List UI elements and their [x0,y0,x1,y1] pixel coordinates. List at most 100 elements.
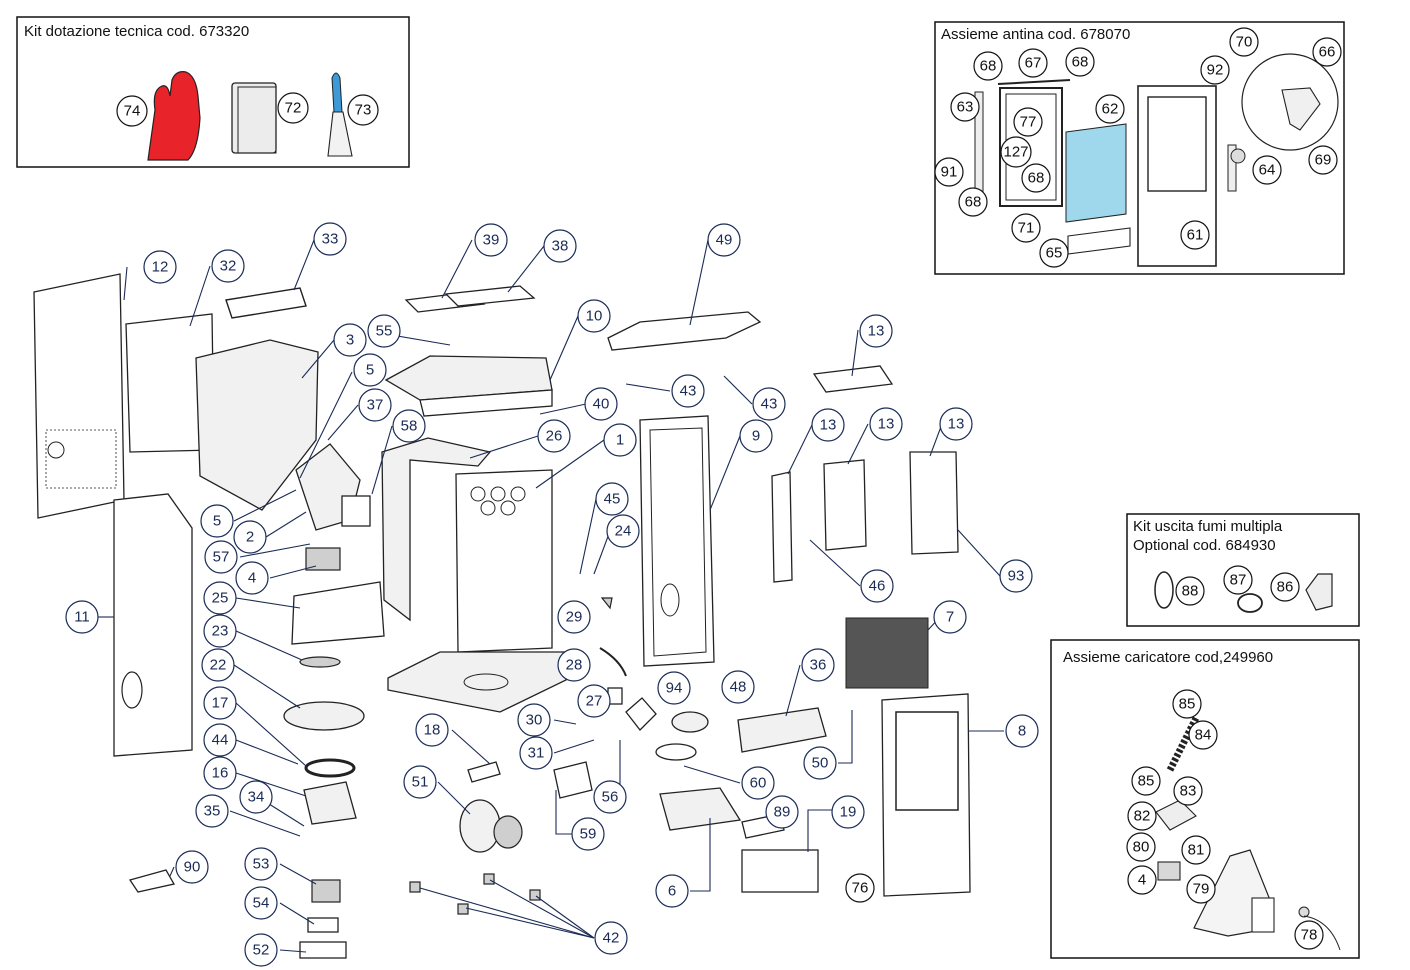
svg-text:33: 33 [322,231,339,248]
callout-86: 86 [1270,572,1300,602]
callout-5: 5 [200,504,234,538]
svg-text:25: 25 [212,590,229,607]
svg-text:54: 54 [253,895,270,912]
callout-35: 35 [195,794,229,828]
svg-text:29: 29 [566,609,583,626]
svg-text:36: 36 [810,657,827,674]
callout-10: 10 [577,299,611,333]
callout-66: 66 [1312,37,1342,67]
callout-34: 34 [239,780,273,814]
callout-2: 2 [233,520,267,554]
svg-text:16: 16 [212,765,229,782]
callout-68: 68 [1021,163,1051,193]
callout-4: 4 [1127,865,1157,895]
callout-78: 78 [1294,920,1324,950]
svg-text:73: 73 [355,102,372,119]
svg-text:37: 37 [367,397,384,414]
svg-text:68: 68 [980,58,997,75]
svg-text:34: 34 [248,789,265,806]
svg-text:13: 13 [948,416,965,433]
svg-text:72: 72 [285,100,302,117]
callout-7: 7 [933,600,967,634]
callout-65: 65 [1039,238,1069,268]
svg-text:24: 24 [615,523,632,540]
callout-85: 85 [1172,689,1202,719]
svg-text:18: 18 [424,722,441,739]
svg-text:85: 85 [1138,773,1155,790]
callout-22: 22 [201,648,235,682]
callout-74: 74 [116,95,148,127]
callout-89: 89 [765,795,799,829]
svg-text:45: 45 [604,491,621,508]
callout-13: 13 [869,407,903,441]
callout-92: 92 [1200,55,1230,85]
svg-text:64: 64 [1259,162,1276,179]
callout-30: 30 [517,703,551,737]
kit-uscita-title-line2: Optional cod. 684930 [1133,537,1276,554]
callout-62: 62 [1095,94,1125,124]
callout-87: 87 [1223,565,1253,595]
callout-51: 51 [403,765,437,799]
svg-text:35: 35 [204,803,221,820]
main-parts-drawing [33,273,971,959]
svg-text:44: 44 [212,732,229,749]
svg-text:58: 58 [401,418,418,435]
callout-45: 45 [595,482,629,516]
spatula-handle-icon [331,72,343,113]
callout-93: 93 [999,559,1033,593]
callout-76: 76 [845,873,875,903]
callout-82: 82 [1127,801,1157,831]
callouts-kit-uscita: 88 87 86 [1175,565,1300,606]
svg-text:90: 90 [184,859,201,876]
callout-68: 68 [958,187,988,217]
svg-text:91: 91 [941,164,958,181]
svg-text:39: 39 [483,232,500,249]
callout-26: 26 [537,419,571,453]
callout-38: 38 [543,229,577,263]
svg-text:4: 4 [248,570,256,587]
callout-4: 4 [235,561,269,595]
callout-55: 55 [367,314,401,348]
callout-88: 88 [1175,576,1205,606]
assieme-caricatore-box: Assieme caricatore cod,249960 [1050,639,1360,959]
callout-37: 37 [358,388,392,422]
callout-54: 54 [244,886,278,920]
callout-43: 43 [671,374,705,408]
callout-64: 64 [1252,155,1282,185]
svg-text:59: 59 [580,826,597,843]
callout-68: 68 [1065,47,1095,77]
callout-31: 31 [519,736,553,770]
svg-text:68: 68 [965,194,982,211]
callout-44: 44 [203,723,237,757]
callout-84: 84 [1188,720,1218,750]
callout-25: 25 [203,581,237,615]
svg-text:1: 1 [616,432,624,449]
callout-8: 8 [1005,714,1039,748]
callout-6: 6 [655,874,689,908]
svg-text:65: 65 [1046,245,1063,262]
callout-43: 43 [752,387,786,421]
svg-text:49: 49 [716,232,733,249]
glove-icon [147,71,201,161]
callout-5: 5 [353,353,387,387]
svg-text:74: 74 [124,103,141,120]
door-glass-part [1065,123,1127,223]
callout-13: 13 [859,314,893,348]
callout-57: 57 [204,540,238,574]
callout-94: 94 [657,671,691,705]
svg-text:87: 87 [1230,572,1247,589]
kit-uscita-title-line1: Kit uscita fumi multipla [1133,518,1283,535]
callouts-main: 12 32 33 39 38 49 10 55 3 5 37 58 40 43 … [65,222,1039,967]
callout-77: 77 [1013,107,1043,137]
callout-72: 72 [277,92,309,124]
svg-text:69: 69 [1315,152,1332,169]
callout-58: 58 [392,409,426,443]
callouts-assieme-antina: 68 67 68 70 66 92 63 62 77 127 68 91 68 … [934,27,1342,268]
svg-text:6: 6 [668,883,676,900]
svg-text:63: 63 [957,99,974,116]
svg-text:13: 13 [820,417,837,434]
svg-text:71: 71 [1018,220,1035,237]
svg-text:78: 78 [1301,927,1318,944]
callout-50: 50 [803,746,837,780]
svg-text:31: 31 [528,745,545,762]
